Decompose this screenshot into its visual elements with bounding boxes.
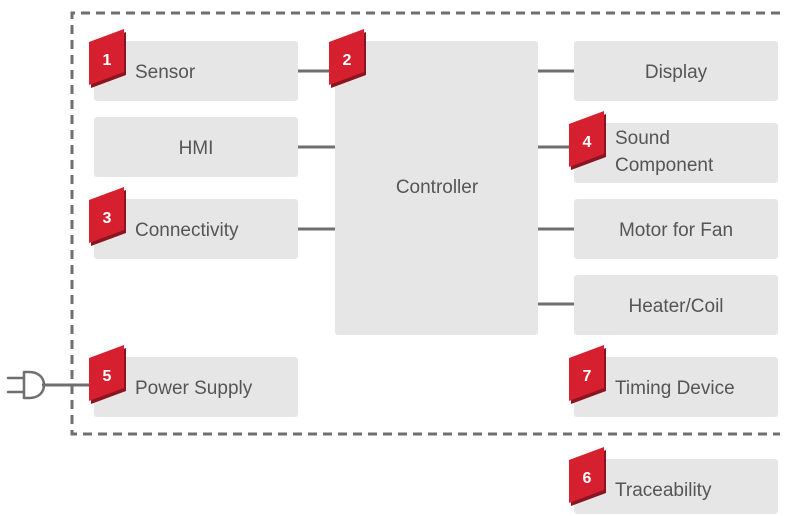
block-motor-for-fan: Motor for Fan <box>574 199 778 259</box>
badge-2-number: 2 <box>343 52 352 69</box>
power-plug-icon <box>6 370 46 400</box>
timing-device-label: Timing Device <box>615 378 735 399</box>
badge-5-number: 5 <box>103 368 112 385</box>
motor-for-fan-label: Motor for Fan <box>619 220 733 241</box>
system-boundary <box>70 11 780 436</box>
badge-2: 2 <box>329 29 366 88</box>
connectivity-label: Connectivity <box>135 220 239 241</box>
badge-1-number: 1 <box>103 52 112 69</box>
badge-7: 7 <box>569 345 606 404</box>
block-traceability: Traceability <box>574 459 778 514</box>
connectors <box>42 69 574 387</box>
badge-1: 1 <box>89 29 126 88</box>
power-supply-label: Power Supply <box>135 378 253 399</box>
controller-label: Controller <box>396 177 479 198</box>
heater-coil-label: Heater/Coil <box>628 296 723 317</box>
block-hmi: HMI <box>94 117 298 177</box>
badge-7-number: 7 <box>583 368 592 385</box>
badge-3: 3 <box>89 187 126 246</box>
sound-component-label-line1: Sound <box>615 128 670 149</box>
display-label: Display <box>645 62 708 83</box>
sensor-label: Sensor <box>135 62 196 83</box>
block-timing-device: Timing Device <box>574 357 778 417</box>
block-sensor: Sensor <box>94 41 298 101</box>
badge-6: 6 <box>569 447 606 506</box>
badge-5: 5 <box>89 345 126 404</box>
block-power-supply: Power Supply <box>94 357 298 417</box>
badge-3-number: 3 <box>103 210 112 227</box>
block-display: Display <box>574 41 778 101</box>
block-heater-coil: Heater/Coil <box>574 275 778 335</box>
block-sound-component: Sound Component <box>574 123 778 183</box>
sound-component-label-line2: Component <box>615 155 714 176</box>
block-connectivity: Connectivity <box>94 199 298 259</box>
badge-4: 4 <box>569 111 606 170</box>
block-controller: Controller <box>335 41 538 335</box>
badge-4-number: 4 <box>583 134 592 151</box>
hmi-label: HMI <box>179 138 214 159</box>
badge-6-number: 6 <box>583 470 592 487</box>
traceability-label: Traceability <box>615 480 712 501</box>
